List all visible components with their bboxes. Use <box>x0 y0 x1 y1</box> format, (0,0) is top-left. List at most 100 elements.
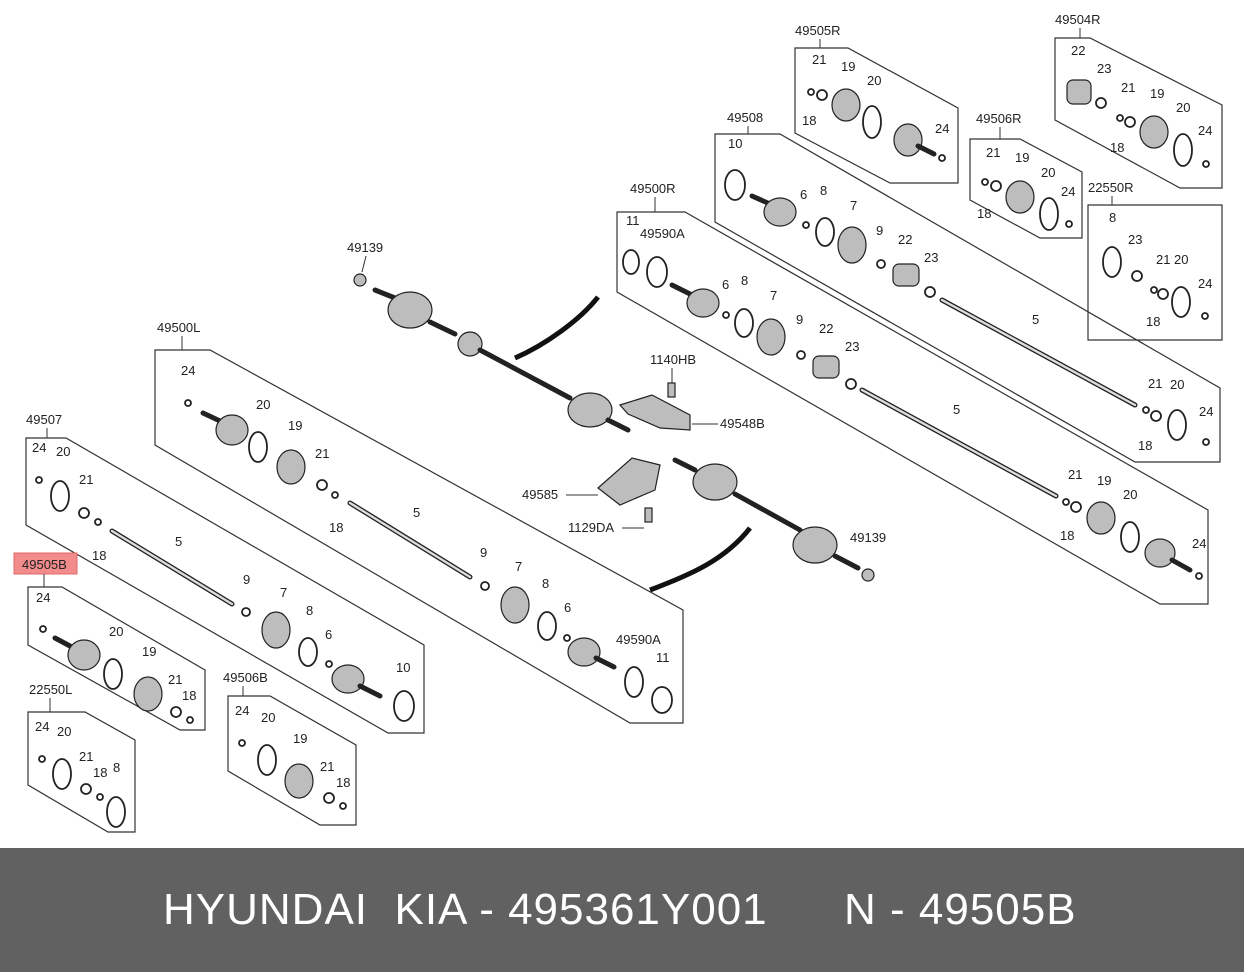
part-number-label: 20 <box>1041 165 1055 180</box>
part-number-label: 19 <box>293 731 307 746</box>
part-number-label: 21 <box>1156 252 1170 267</box>
part-number-label: 20 <box>867 73 881 88</box>
part-number-label: 22 <box>819 321 833 336</box>
part-number-label: 19 <box>142 644 156 659</box>
part-number-label: 7 <box>770 288 777 303</box>
part-number-label: 6 <box>722 277 729 292</box>
part-number-label: 5 <box>175 534 182 549</box>
part-number-label: 18 <box>93 765 107 780</box>
part-number-label: 21 <box>1121 80 1135 95</box>
part-number-label: 23 <box>1097 61 1111 76</box>
part-number-label: 21 <box>315 446 329 461</box>
part-number-label: 5 <box>413 505 420 520</box>
part-number-label: 21 <box>168 672 182 687</box>
group-49506B: 49506B 24 20 19 21 18 <box>223 670 357 826</box>
part-number-label: 21 <box>812 52 826 67</box>
part-number-label: 24 <box>1061 184 1075 199</box>
group-label: 22550L <box>29 682 72 697</box>
part-number-label: 18 <box>329 520 343 535</box>
part-number-label: 21 <box>79 472 93 487</box>
part-number-label: 8 <box>306 603 313 618</box>
part-number-label: 6 <box>325 627 332 642</box>
part-number-label: 8 <box>741 273 748 288</box>
part-number-label: 10 <box>396 660 410 675</box>
part-number-label: 18 <box>802 113 816 128</box>
group-label: 22550R <box>1088 180 1134 195</box>
part-number-label: 24 <box>1192 536 1206 551</box>
part-number-label: 20 <box>261 710 275 725</box>
part-number-label: 19 <box>1097 473 1111 488</box>
part-number-label: 20 <box>1174 252 1188 267</box>
part-number-label: 5 <box>1032 312 1039 327</box>
part-number-label: 18 <box>92 548 106 563</box>
group-49507: 49507 24 20 21 18 5 9 7 8 6 10 <box>25 412 425 734</box>
part-number-label: 20 <box>1176 100 1190 115</box>
part-number-label: 20 <box>109 624 123 639</box>
part-number-label: 8 <box>820 183 827 198</box>
callout-label: 1140HB <box>650 352 696 367</box>
group-label: 49504R <box>1055 12 1101 27</box>
part-number-label: 7 <box>280 585 287 600</box>
brand-part-number: HYUNDAI KIA - 495361Y001 <box>163 885 768 934</box>
part-number-label: 8 <box>542 576 549 591</box>
part-number-label: 20 <box>1170 377 1184 392</box>
part-number-label: 10 <box>728 136 742 151</box>
part-number-label: 21 <box>320 759 334 774</box>
group-label: 49506R <box>976 111 1022 126</box>
group-49500L: 49500L 24 20 19 21 18 5 9 7 8 6 49590A 1… <box>154 320 684 724</box>
part-number-label: 24 <box>35 719 49 734</box>
part-number-label: 6 <box>564 600 571 615</box>
part-number-label: 9 <box>876 223 883 238</box>
part-number-label: 18 <box>1146 314 1160 329</box>
part-number-label: 18 <box>182 688 196 703</box>
group-22550L: 22550L 24 20 21 18 8 <box>27 682 136 833</box>
part-number-label: 7 <box>515 559 522 574</box>
part-number-label: 9 <box>796 312 803 327</box>
callout-label: 49139 <box>347 240 383 255</box>
part-number-label: 24 <box>1198 123 1212 138</box>
part-number-label: 21 <box>1068 467 1082 482</box>
callout-label: 49590A <box>640 226 685 241</box>
part-number-label: 19 <box>841 59 855 74</box>
part-number-label: 11 <box>626 213 640 228</box>
part-number-label: 23 <box>845 339 859 354</box>
group-49500R: 49500R 11 49590A 6 8 7 9 22 23 5 21 19 2… <box>616 181 1209 605</box>
part-number-label: 20 <box>56 444 70 459</box>
part-number-label: 24 <box>36 590 50 605</box>
part-number-label: 19 <box>1015 150 1029 165</box>
callout-label: 49548B <box>720 416 765 431</box>
part-number-label: 24 <box>32 440 46 455</box>
part-number-banner: HYUNDAI KIA - 495361Y001 N - 49505B <box>0 848 1244 972</box>
part-number-label: 24 <box>1198 276 1212 291</box>
part-number-label: 24 <box>935 121 949 136</box>
part-number-label: 7 <box>850 198 857 213</box>
center-assembly: 49139 1140HB 49548B 49585 1129DA 49139 <box>347 240 886 593</box>
part-number-label: 20 <box>57 724 71 739</box>
part-number-label: 21 <box>79 749 93 764</box>
part-number-label: 24 <box>181 363 195 378</box>
group-49508: 49508 10 6 8 7 9 22 23 5 21 20 18 24 <box>714 110 1221 463</box>
part-number-label: 8 <box>1109 210 1116 225</box>
part-number-label: 19 <box>1150 86 1164 101</box>
group-49506R: 49506R 21 19 20 18 24 <box>969 111 1083 239</box>
part-number-label: 23 <box>924 250 938 265</box>
callout-label: 1129DA <box>568 520 614 535</box>
group-label: 49505R <box>795 23 841 38</box>
part-number-label: 18 <box>336 775 350 790</box>
group-label: 49507 <box>26 412 62 427</box>
callout-label: 49585 <box>522 487 558 502</box>
part-number-label: 18 <box>977 206 991 221</box>
part-number-label: 18 <box>1110 140 1124 155</box>
part-number-label: 24 <box>1199 404 1213 419</box>
part-number-label: 23 <box>1128 232 1142 247</box>
part-number-label: 22 <box>898 232 912 247</box>
callout-label: 49590A <box>616 632 661 647</box>
parts-diagram: 49505R 21 19 20 18 24 49504R 22 23 21 19… <box>13 12 1223 833</box>
part-number-label: 19 <box>288 418 302 433</box>
part-number-label: 20 <box>256 397 270 412</box>
group-22550R: 22550R 8 23 21 20 18 24 <box>1087 180 1223 341</box>
part-number-label: 21 <box>1148 376 1162 391</box>
part-number-label: 6 <box>800 187 807 202</box>
part-number-label: 5 <box>953 402 960 417</box>
part-number-label: 18 <box>1138 438 1152 453</box>
